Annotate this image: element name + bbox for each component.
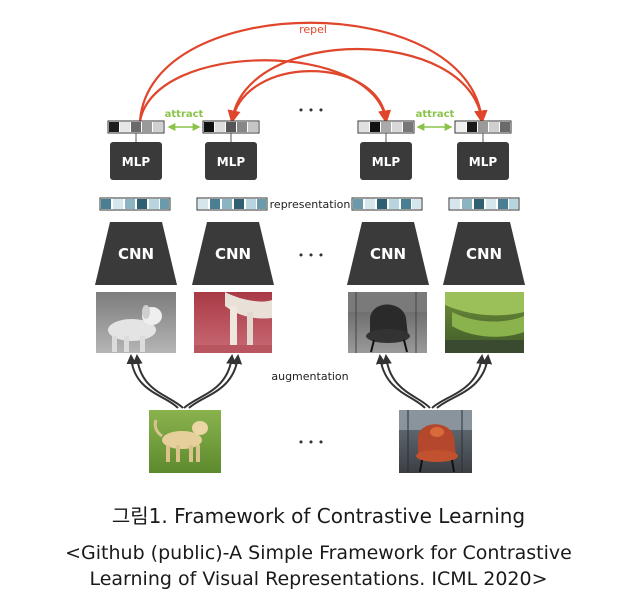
representation-vector-4 xyxy=(448,197,520,211)
mlp-connectors xyxy=(135,133,484,142)
representation-label: representation xyxy=(270,198,351,211)
augmentation-arrows xyxy=(126,354,493,409)
figure-source-line-1: <Github (public)-A Simple Framework for … xyxy=(65,542,572,564)
mlp-label-2: MLP xyxy=(217,155,246,169)
augmented-image-chair-green xyxy=(445,292,524,353)
mlp-label-1: MLP xyxy=(122,155,151,169)
mlp-block-1: MLP xyxy=(110,142,162,180)
figure-caption-title: 그림1. Framework of Contrastive Learning xyxy=(111,504,526,528)
representation-vector-3 xyxy=(351,197,423,211)
figure-source-line-2: Learning of Visual Representations. ICML… xyxy=(89,568,548,590)
cnn-label-3: CNN xyxy=(370,245,406,263)
mlp-label-4: MLP xyxy=(469,155,498,169)
augmented-image-chair-gray xyxy=(348,292,427,353)
cnn-block-2: CNN xyxy=(192,222,274,285)
attract-label-2: attract xyxy=(416,109,455,120)
ellipsis-bottom: • • • xyxy=(298,436,324,449)
repel-arrow-3 xyxy=(230,48,488,124)
attract-label-1: attract xyxy=(165,109,204,120)
representation-vector-2 xyxy=(196,197,268,211)
cnn-label-1: CNN xyxy=(118,245,154,263)
cnn-block-3: CNN xyxy=(347,222,429,285)
output-vector-2 xyxy=(202,120,260,134)
repel-label: repel xyxy=(299,23,327,36)
cnn-label-2: CNN xyxy=(215,245,251,263)
output-vector-1 xyxy=(107,120,165,134)
repel-arrows xyxy=(138,21,488,124)
output-vector-3 xyxy=(357,120,415,134)
augmented-image-dog-gray xyxy=(96,292,176,353)
repel-arrow-1 xyxy=(138,21,488,124)
source-image-chair xyxy=(399,410,472,473)
cnn-block-4: CNN xyxy=(443,222,525,285)
output-vector-4 xyxy=(454,120,512,134)
mlp-block-4: MLP xyxy=(457,142,509,180)
mlp-block-2: MLP xyxy=(205,142,257,180)
ellipsis-top: • • • xyxy=(298,104,324,117)
representation-vector-1 xyxy=(99,197,171,211)
cnn-label-4: CNN xyxy=(466,245,502,263)
repel-arrow-4 xyxy=(227,70,388,124)
cnn-block-1: CNN xyxy=(95,222,177,285)
repel-arrow-2 xyxy=(138,59,392,124)
mlp-label-3: MLP xyxy=(372,155,401,169)
mlp-block-3: MLP xyxy=(360,142,412,180)
augmentation-label: augmentation xyxy=(271,370,348,383)
source-image-dog xyxy=(149,410,221,473)
augmented-image-dog-red xyxy=(194,292,272,353)
ellipsis-middle: • • • xyxy=(298,249,324,262)
